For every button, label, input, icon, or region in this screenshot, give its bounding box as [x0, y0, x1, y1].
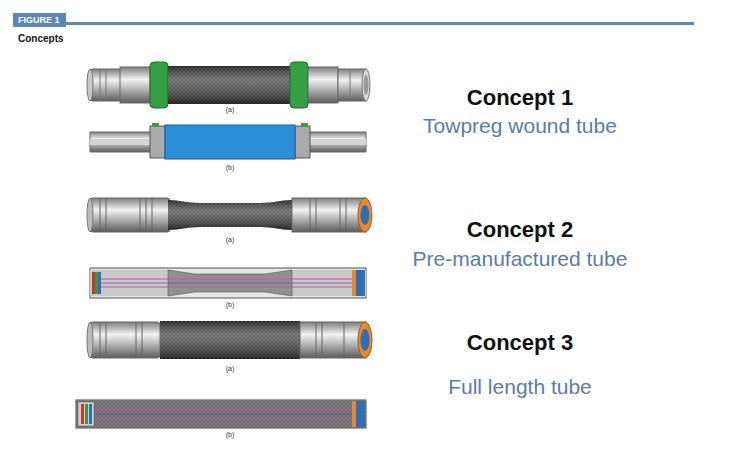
view-label: (a)	[226, 106, 235, 114]
figure-tag: FIGURE 1	[13, 13, 66, 27]
header-rule	[58, 22, 694, 25]
concept2-tube-3d	[87, 198, 372, 232]
tag-text: FIGURE 1	[18, 15, 61, 25]
view-label: (b)	[226, 164, 235, 172]
figure-title: Concepts	[18, 33, 64, 44]
concept3-tube-3d	[87, 321, 372, 359]
view-label: (a)	[226, 365, 235, 373]
view-label: (b)	[226, 301, 235, 309]
concept-subtitle: Pre-manufactured tube	[413, 247, 628, 270]
concept-subtitle: Full length tube	[448, 375, 592, 398]
concept3-section	[76, 400, 366, 428]
view-label: (a)	[226, 236, 235, 244]
concept-heading: Concept 3	[467, 331, 573, 355]
concept1-tube-3d	[87, 62, 370, 108]
concept1-section	[90, 123, 366, 159]
concept-heading: Concept 2	[467, 218, 573, 242]
concept-heading: Concept 1	[467, 86, 573, 110]
concept2-section	[90, 268, 366, 298]
view-label: (b)	[226, 431, 235, 439]
concept-subtitle: Towpreg wound tube	[423, 114, 617, 137]
